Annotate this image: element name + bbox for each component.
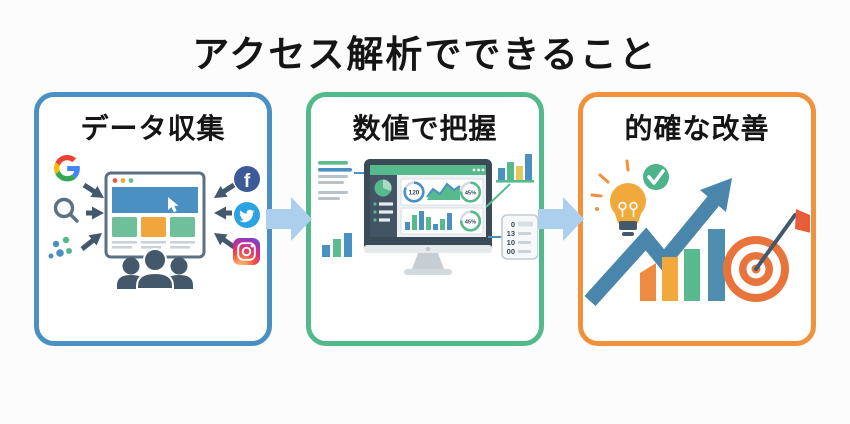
list-number-10: 10 [507, 238, 515, 247]
report-lines-icon [318, 161, 370, 200]
gauge-value-45a: 45% [465, 190, 477, 196]
mini-bar-chart-right [485, 154, 534, 208]
pie-chart-icon [374, 179, 392, 197]
growth-arrow-icon [584, 178, 732, 307]
monitor-dashboard: 120 45% 45% [364, 159, 492, 275]
flow-arrow-icon [538, 197, 584, 241]
check-icon [643, 164, 669, 190]
mini-bar-chart-left [322, 233, 352, 257]
card-data-collection: データ収集 [34, 92, 272, 346]
list-number-13: 13 [507, 229, 515, 238]
cursor-icon [168, 197, 179, 213]
target-icon [723, 209, 810, 302]
bar-chart-icon [640, 229, 725, 301]
inbound-arrows-left [80, 182, 104, 251]
gauge-value-45b: 45% [465, 219, 477, 225]
instagram-icon [233, 238, 260, 265]
google-logo [54, 155, 80, 182]
visitors-group-icon [117, 248, 193, 290]
card-numeric-grasp: 数値で把握 [306, 92, 544, 346]
flag-icon [795, 209, 810, 233]
facebook-icon: f [234, 166, 260, 192]
card-improvement: 的確な改善 [578, 92, 816, 346]
inbound-arrows-right [214, 182, 236, 250]
card-title-data-collection: データ収集 [80, 113, 226, 144]
list-number-0: 0 [511, 220, 515, 229]
page-title: アクセス解析でできること [192, 34, 658, 75]
facebook-glyph: f [244, 171, 251, 192]
cards-row: データ収集 [0, 92, 850, 346]
card-title-improvement: 的確な改善 [624, 113, 770, 144]
lightbulb-icon [590, 159, 646, 236]
analytics-dots-icon [48, 236, 72, 259]
card-title-numeric-grasp: 数値で把握 [352, 113, 498, 144]
data-collection-illustration: f [48, 155, 260, 290]
twitter-icon [234, 202, 260, 228]
numbers-list-card: 0 13 10 00 [488, 214, 538, 260]
dashboard-illustration: 120 45% 45% [318, 154, 538, 275]
gauge-value-120: 120 [409, 189, 420, 196]
flow-arrow-icon [266, 197, 312, 241]
improvement-illustration [584, 159, 810, 307]
browser-window [104, 171, 206, 259]
infographic-page: アクセス解析でできること データ収集 [0, 24, 850, 346]
search-icon [53, 197, 79, 223]
list-number-00: 00 [507, 247, 515, 256]
